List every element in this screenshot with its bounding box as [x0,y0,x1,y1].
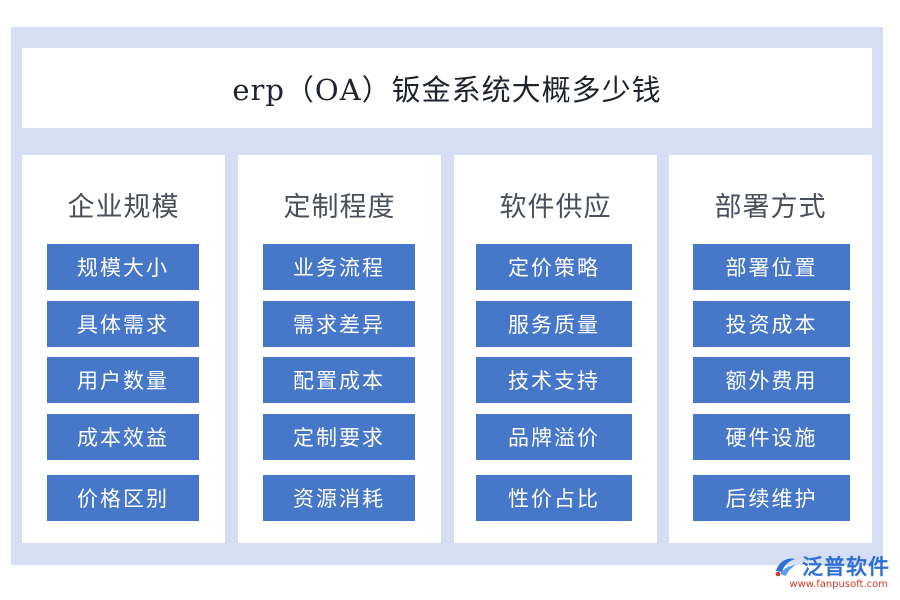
column-heading: 企业规模 [67,192,180,223]
item-box[interactable]: 需求差异 [263,301,415,347]
item-box[interactable]: 服务质量 [476,301,632,347]
column-customization: 定制程度 业务流程 需求差异 配置成本 定制要求 资源消耗 [238,155,441,543]
item-box[interactable]: 价格区别 [47,475,199,521]
item-box[interactable]: 投资成本 [693,301,850,347]
item-box[interactable]: 资源消耗 [263,475,415,521]
column-software-supply: 软件供应 定价策略 服务质量 技术支持 品牌溢价 性价占比 [454,155,657,543]
item-box[interactable]: 成本效益 [47,414,199,460]
item-box[interactable]: 具体需求 [47,301,199,347]
item-box[interactable]: 规模大小 [47,244,199,290]
item-box[interactable]: 定制要求 [263,414,415,460]
item-box[interactable]: 配置成本 [263,357,415,403]
item-box[interactable]: 业务流程 [263,244,415,290]
item-box[interactable]: 额外费用 [693,357,850,403]
column-deployment: 部署方式 部署位置 投资成本 额外费用 硬件设施 后续维护 [669,155,872,543]
column-company-scale: 企业规模 规模大小 具体需求 用户数量 成本效益 价格区别 [22,155,225,543]
brand-logo: 泛普软件 www.fanpusoft.com [772,551,890,590]
column-heading: 软件供应 [499,192,612,223]
fanpu-logo-icon [775,558,796,577]
logo-name: 泛普软件 [802,555,890,579]
item-box[interactable]: 技术支持 [476,357,632,403]
column-heading: 定制程度 [283,192,396,223]
item-box[interactable]: 部署位置 [693,244,850,290]
item-box[interactable]: 性价占比 [476,475,632,521]
column-heading: 部署方式 [714,192,827,223]
logo-url: www.fanpusoft.com [789,579,888,590]
diagram-title: erp（OA）钣金系统大概多少钱 [232,73,662,107]
item-box[interactable]: 品牌溢价 [476,414,632,460]
title-bar: erp（OA）钣金系统大概多少钱 [22,48,872,128]
item-box[interactable]: 后续维护 [693,475,850,521]
item-box[interactable]: 硬件设施 [693,414,850,460]
logo-row: 泛普软件 [772,551,890,581]
item-box[interactable]: 定价策略 [476,244,632,290]
item-box[interactable]: 用户数量 [47,357,199,403]
